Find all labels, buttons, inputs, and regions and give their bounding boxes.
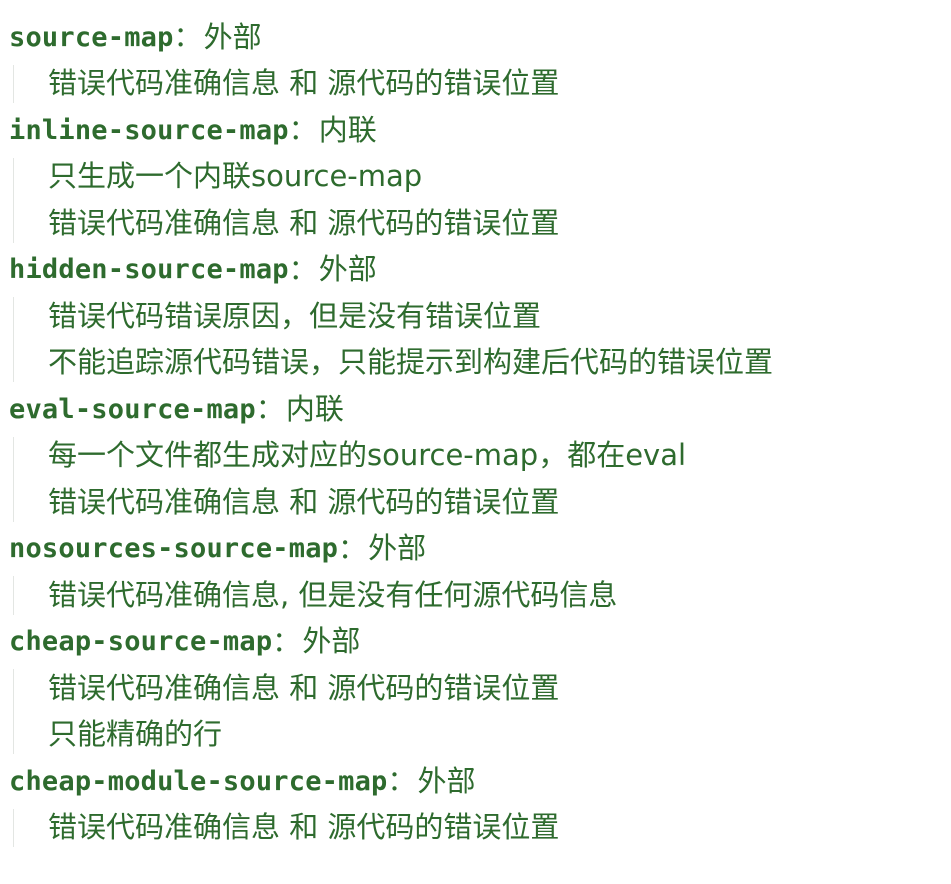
term-separator: ： — [173, 20, 202, 54]
term-name: source-map — [9, 21, 174, 53]
term-name: nosources-source-map — [9, 533, 339, 565]
description-line: 错误代码错误原因，但是没有错误位置 — [48, 298, 542, 333]
description-line: 错误代码准确信息 和 源代码的错误位置 — [48, 205, 560, 240]
entry-eval-source-map: eval-source-map：内联 每一个文件都生成对应的source-map… — [0, 386, 951, 526]
entry-heading: nosources-source-map：外部 — [0, 526, 951, 573]
term-separator: ： — [255, 392, 284, 426]
term-name: eval-source-map — [9, 393, 256, 425]
description-line: 只能精确的行 — [48, 717, 223, 752]
entry-heading: eval-source-map：内联 — [0, 386, 951, 433]
term-kind: 内联 — [285, 391, 344, 426]
description-line: 错误代码准确信息 和 源代码的错误位置 — [48, 484, 560, 519]
description-line: 错误代码准确信息, 但是没有任何源代码信息 — [48, 577, 618, 612]
term-kind: 外部 — [302, 624, 361, 659]
term-name: cheap-source-map — [9, 626, 273, 658]
entry-inline-source-map: inline-source-map：内联 只生成一个内联source-map 错… — [0, 107, 951, 247]
entry-hidden-source-map: hidden-source-map：外部 错误代码错误原因，但是没有错误位置 不… — [0, 247, 951, 387]
term-name: inline-source-map — [9, 114, 289, 146]
term-separator: ： — [288, 252, 317, 286]
entry-lines: 错误代码错误原因，但是没有错误位置 不能追踪源代码错误，只能提示到构建后代码的错… — [0, 293, 951, 386]
entry-heading: inline-source-map：内联 — [0, 107, 951, 154]
description-line: 每一个文件都生成对应的source-map，都在eval — [48, 438, 687, 473]
term-kind: 外部 — [368, 531, 427, 566]
term-kind: 外部 — [203, 19, 262, 54]
entry-lines: 错误代码准确信息, 但是没有任何源代码信息 — [0, 572, 951, 619]
description-line: 只生成一个内联source-map — [48, 159, 423, 194]
entry-cheap-module-source-map: cheap-module-source-map：外部 错误代码准确信息 和 源代… — [0, 758, 951, 851]
term-separator: ： — [272, 624, 301, 658]
entry-heading: cheap-source-map：外部 — [0, 619, 951, 666]
entry-cheap-source-map: cheap-source-map：外部 错误代码准确信息 和 源代码的错误位置 … — [0, 619, 951, 759]
entry-lines: 错误代码准确信息 和 源代码的错误位置 — [0, 805, 951, 852]
entry-lines: 错误代码准确信息 和 源代码的错误位置 — [0, 61, 951, 108]
description-line: 错误代码准确信息 和 源代码的错误位置 — [48, 810, 560, 845]
entry-heading: hidden-source-map：外部 — [0, 247, 951, 294]
term-name: hidden-source-map — [9, 254, 289, 286]
term-separator: ： — [288, 113, 317, 147]
description-line: 不能追踪源代码错误，只能提示到构建后代码的错误位置 — [48, 345, 774, 380]
entry-lines: 错误代码准确信息 和 源代码的错误位置 只能精确的行 — [0, 665, 951, 758]
term-separator: ： — [338, 531, 367, 565]
term-kind: 外部 — [417, 763, 476, 798]
term-separator: ： — [387, 764, 416, 798]
term-kind: 内联 — [318, 112, 377, 147]
entry-heading: source-map：外部 — [0, 14, 951, 61]
entry-lines: 只生成一个内联source-map 错误代码准确信息 和 源代码的错误位置 — [0, 154, 951, 247]
term-name: cheap-module-source-map — [9, 765, 388, 797]
entry-heading: cheap-module-source-map：外部 — [0, 758, 951, 805]
entry-lines: 每一个文件都生成对应的source-map，都在eval 错误代码准确信息 和 … — [0, 433, 951, 526]
description-line: 错误代码准确信息 和 源代码的错误位置 — [48, 66, 560, 101]
term-kind: 外部 — [318, 252, 377, 287]
entry-source-map: source-map：外部 错误代码准确信息 和 源代码的错误位置 — [0, 14, 951, 107]
entry-nosources-source-map: nosources-source-map：外部 错误代码准确信息, 但是没有任何… — [0, 526, 951, 619]
description-line: 错误代码准确信息 和 源代码的错误位置 — [48, 670, 560, 705]
